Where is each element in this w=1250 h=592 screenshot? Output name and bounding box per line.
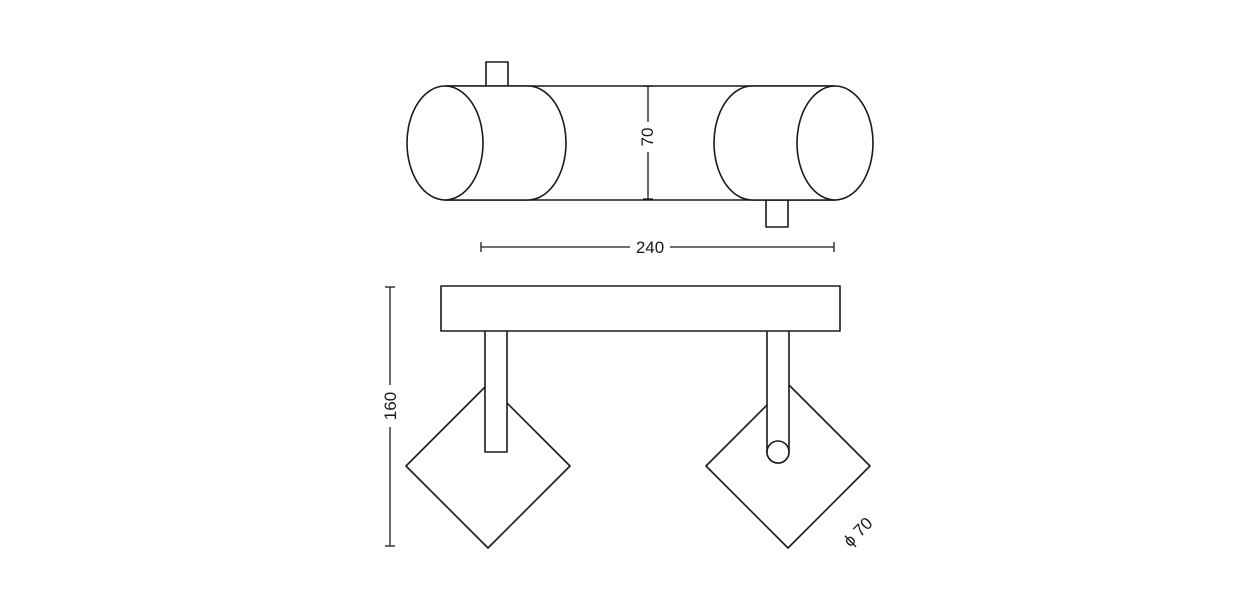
top-mount-stub <box>485 61 509 88</box>
top-view: 70 240 <box>406 61 874 258</box>
width-dimension: 240 <box>480 236 835 258</box>
height-dimension-side: 160 <box>380 286 400 547</box>
left-spot-head <box>405 383 571 549</box>
height-label-top: 70 <box>638 128 657 147</box>
left-spot-cylinder <box>406 85 567 201</box>
side-view: 160 ϕ 70 <box>380 285 877 551</box>
height-dimension-top: 70 <box>637 85 657 200</box>
right-pivot-joint <box>766 440 790 464</box>
height-label-side: 160 <box>381 392 400 420</box>
right-spot-head <box>705 383 871 549</box>
mounting-bar <box>440 285 841 332</box>
diameter-label: ϕ 70 <box>840 514 877 551</box>
width-label: 240 <box>636 238 664 257</box>
left-stem <box>484 329 508 453</box>
bottom-mount-stub <box>765 199 789 228</box>
right-spot-cylinder <box>713 85 874 201</box>
